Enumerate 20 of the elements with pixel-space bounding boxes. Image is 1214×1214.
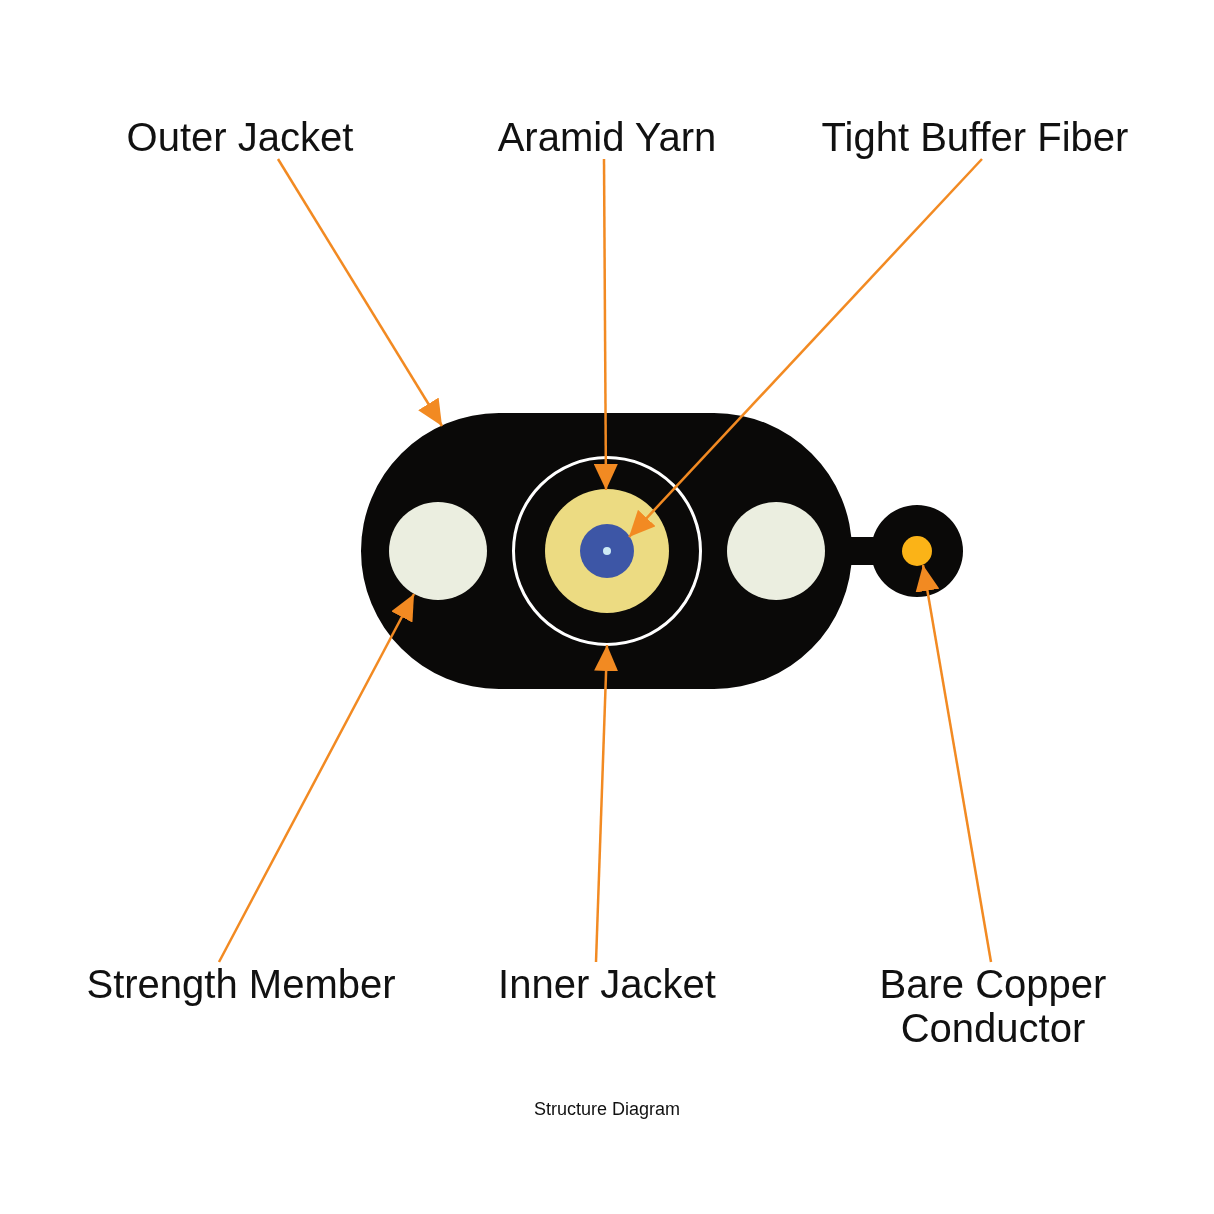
fiber-core-circle (580, 524, 634, 578)
aramid-yarn-circle (545, 489, 669, 613)
caption: Structure Diagram (533, 1098, 681, 1121)
leader-line (217, 593, 416, 963)
strength-member-circle (389, 502, 487, 600)
part-label: Aramid Yarn (497, 115, 717, 159)
leader-line (628, 158, 983, 538)
part-label: Inner Jacket (498, 962, 716, 1006)
part-label: Bare Copper Conductor (875, 962, 1111, 1050)
part-label: Tight Buffer Fiber (821, 115, 1129, 159)
copper-conductor-dot (902, 536, 932, 566)
inner-jacket-ring (512, 456, 702, 646)
leader-line (915, 564, 993, 963)
cable-outer-jacket (361, 413, 963, 689)
part-label: Outer Jacket (126, 115, 354, 159)
strength-member-circle (727, 502, 825, 600)
leader-line (593, 159, 618, 490)
part-label: Strength Member (86, 962, 396, 1006)
leader-line (276, 158, 444, 427)
leader-line (594, 644, 619, 963)
